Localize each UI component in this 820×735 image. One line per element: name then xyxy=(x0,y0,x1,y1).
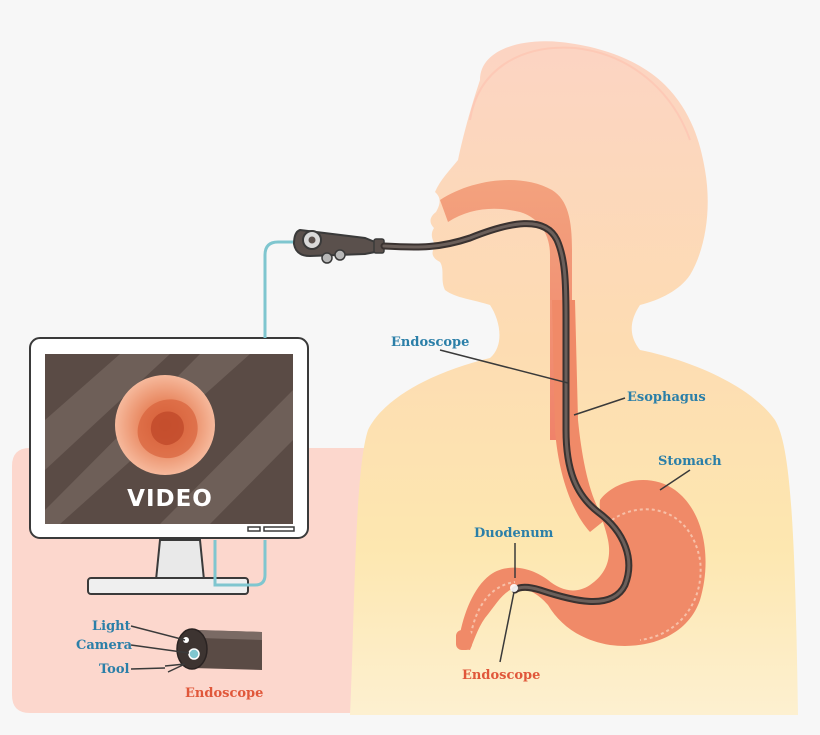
duodenum-end xyxy=(456,630,472,650)
leader-light xyxy=(130,625,186,641)
stomach-organ xyxy=(458,479,706,650)
label-duodenum: Duodenum xyxy=(474,526,554,541)
endoscope-tip-detail xyxy=(164,628,262,673)
monitor-stand xyxy=(154,539,206,581)
label-esophagus: Esophagus xyxy=(627,390,706,405)
label-tool: Tool xyxy=(99,662,130,677)
handle-button-1 xyxy=(321,252,333,264)
leader-lines xyxy=(130,349,691,670)
tip-camera-lens xyxy=(188,648,200,660)
leader-esophagus xyxy=(573,397,626,416)
leader-endoscope-bottom xyxy=(499,591,515,663)
label-endoscope-top: Endoscope xyxy=(391,335,469,350)
label-stomach: Stomach xyxy=(658,454,722,469)
endoscope-handle xyxy=(292,228,385,264)
screen-video-text: VIDEO xyxy=(127,486,213,512)
leader-stomach xyxy=(659,469,691,491)
label-camera: Camera xyxy=(76,638,133,653)
leader-endoscope-top xyxy=(439,349,569,384)
tip-light-dot xyxy=(183,637,189,643)
leader-tool xyxy=(130,667,166,670)
video-monitor: VIDEO xyxy=(29,337,309,595)
leader-camera xyxy=(130,644,190,654)
endoscope-tip-light xyxy=(510,584,518,592)
monitor-cable-lower xyxy=(213,540,267,587)
monitor-cable xyxy=(263,240,302,338)
tip-tool xyxy=(164,663,186,673)
handle-button-2 xyxy=(334,249,346,261)
label-endoscope-bottom: Endoscope xyxy=(462,668,540,683)
label-endoscope-tip: Endoscope xyxy=(185,686,263,701)
label-light: Light xyxy=(92,619,131,634)
